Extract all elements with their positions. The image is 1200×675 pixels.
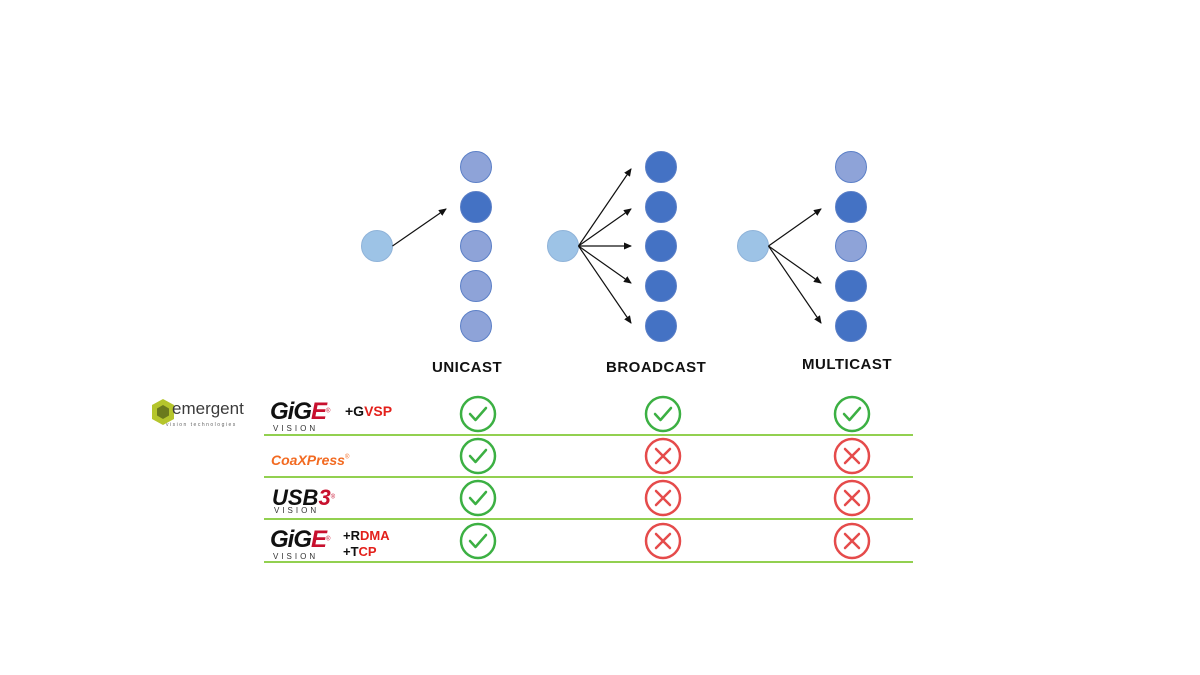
check-icon [459, 395, 497, 433]
broadcast-source-node [547, 230, 579, 262]
vision-subtext: VISION [274, 506, 320, 515]
vision-subtext: VISION [273, 424, 319, 433]
unicast-receiver-node [460, 270, 492, 302]
emergent-wordmark: emergent [172, 399, 244, 418]
unicast-label: UNICAST [432, 359, 503, 376]
multicast-diagram [737, 151, 867, 342]
cross-icon [833, 437, 871, 475]
gige-vision-logo-row1: GiGE® VISION [270, 398, 331, 433]
emergent-logo: emergent vision technologies [150, 396, 250, 436]
multicast-receiver-node [835, 230, 867, 262]
multicast-receiver-node [835, 270, 867, 302]
multicast-arrow [768, 245, 822, 324]
broadcast-receiver-node [645, 310, 677, 342]
gvsp-suffix: +GVSP [345, 403, 393, 419]
multicast-arrow [768, 245, 822, 284]
broadcast-label: BROADCAST [606, 359, 707, 376]
broadcast-receiver-node [645, 191, 677, 223]
unicast-receiver-node [460, 191, 492, 223]
gige-wordmark: GiGE [270, 398, 327, 425]
broadcast-receiver-node [645, 230, 677, 262]
cross-icon [644, 522, 682, 560]
broadcast-arrow [578, 208, 632, 247]
unicast-source-node [361, 230, 393, 262]
broadcast-receiver-node [645, 151, 677, 183]
multicast-arrow [768, 208, 822, 247]
gige-wordmark: GiGE [270, 526, 327, 553]
check-icon [644, 395, 682, 433]
broadcast-arrow [578, 245, 632, 324]
unicast-receiver-node [460, 151, 492, 183]
coaxpress-logo: CoaXPress® [271, 452, 350, 468]
unicast-receiver-node [460, 310, 492, 342]
broadcast-diagram [547, 151, 677, 342]
unicast-receiver-node [460, 230, 492, 262]
usb3-vision-logo: USB3® VISION [272, 485, 336, 515]
vision-subtext: VISION [273, 552, 319, 561]
unicast-arrow [392, 208, 447, 247]
cross-icon [644, 437, 682, 475]
tcp-suffix: +TCP [343, 544, 377, 559]
broadcast-arrow [578, 168, 632, 247]
cross-icon [833, 522, 871, 560]
broadcast-receiver-node [645, 270, 677, 302]
rdma-suffix: +RDMA [343, 528, 390, 543]
cross-icon [833, 479, 871, 517]
unicast-diagram [361, 151, 492, 342]
multicast-receiver-node [835, 310, 867, 342]
check-icon [459, 522, 497, 560]
check-icon [459, 479, 497, 517]
multicast-label: MULTICAST [802, 356, 893, 373]
emergent-hexagon-icon [152, 399, 174, 425]
multicast-source-node [737, 230, 769, 262]
check-icon [459, 437, 497, 475]
check-icon [833, 395, 871, 433]
multicast-receiver-node [835, 191, 867, 223]
emergent-tagline: vision technologies [166, 422, 237, 428]
cross-icon [644, 479, 682, 517]
multicast-receiver-node [835, 151, 867, 183]
gige-vision-logo-row4: GiGE® VISION [270, 526, 331, 561]
broadcast-arrow [578, 245, 632, 284]
